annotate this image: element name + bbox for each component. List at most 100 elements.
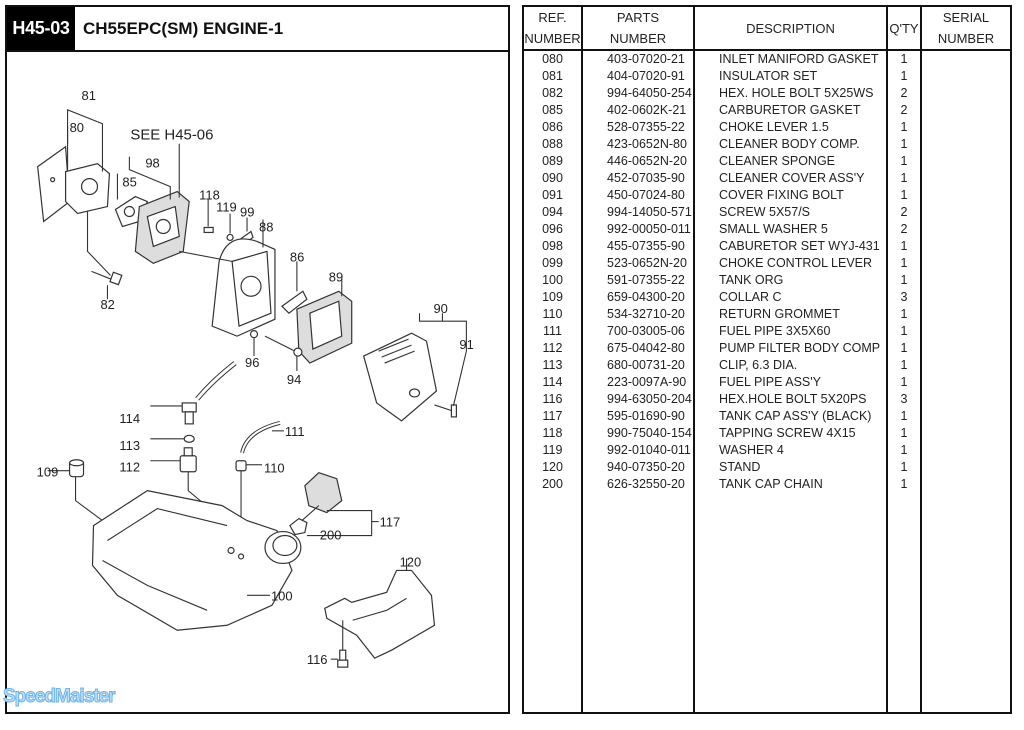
ref-number-cell: 118 [524,425,583,442]
ref-number-cell: 200 [524,476,583,493]
quantity-cell: 3 [887,391,922,408]
description-cell: COLLAR C [694,289,888,306]
header-description: DESCRIPTION [694,7,888,51]
part-number-cell: 994-64050-254 [582,85,695,102]
ref-number-cell: 110 [524,306,583,323]
part-cleaner-body [179,219,276,337]
callout-109: 109 [37,465,59,480]
table-filler-row [524,493,1010,712]
description-cell: FUEL PIPE ASS'Y [694,374,888,391]
callout-200: 200 [320,528,342,543]
part-fuel-pipe-111 [240,420,284,454]
quantity-cell: 1 [887,459,922,476]
header-parts-line1: PARTS [616,10,660,25]
quantity-cell: 1 [887,68,922,85]
part-number-cell: 404-07020-91 [582,68,695,85]
ref-number-cell: 100 [524,272,583,289]
callout-90: 90 [433,301,447,316]
callout-85: 85 [122,175,136,190]
description-cell: FUEL PIPE 3X5X60 [694,323,888,340]
callout-100: 100 [271,588,293,603]
serial-number-cell [921,136,1010,153]
ref-number-cell: 080 [524,50,583,68]
quantity-cell: 3 [887,289,922,306]
header-parts-line2: NUMBER [609,31,667,46]
callout-82: 82 [100,297,114,312]
callout-112: 112 [119,460,140,475]
serial-number-cell [921,459,1010,476]
description-cell: CHOKE LEVER 1.5 [694,119,888,136]
diagram-panel: H45-03 CH55EPC(SM) ENGINE-1 [5,5,510,714]
serial-number-cell [921,119,1010,136]
serial-number-cell [921,374,1010,391]
diagram-title-bar: H45-03 CH55EPC(SM) ENGINE-1 [7,7,508,52]
quantity-cell: 1 [887,187,922,204]
callout-88: 88 [259,219,273,234]
quantity-cell: 1 [887,153,922,170]
part-number-cell: 528-07355-22 [582,119,695,136]
header-parts-number: PARTS NUMBER [582,7,695,51]
callout-114: 114 [119,411,140,426]
ref-number-cell: 113 [524,357,583,374]
callout-80: 80 [70,120,84,135]
part-stand [324,558,436,659]
quantity-cell: 1 [887,357,922,374]
quantity-cell: 2 [887,221,922,238]
part-number-cell: 446-0652N-20 [582,153,695,170]
serial-number-cell [921,476,1010,493]
ref-number-cell: 099 [524,255,583,272]
part-insulator-plate [37,145,111,223]
serial-number-cell [921,425,1010,442]
serial-number-cell [921,187,1010,204]
empty-cell [887,493,922,712]
part-washer-96 [249,330,259,357]
part-cleaner-cover [362,332,438,422]
header-serial-line1: SERIAL [942,10,990,25]
description-cell: TAPPING SCREW 4X15 [694,425,888,442]
header-ref-line2: NUMBER [524,31,581,46]
callout-96: 96 [245,355,259,370]
quantity-cell: 1 [887,119,922,136]
diagram-title: CH55EPC(SM) ENGINE-1 [83,18,284,38]
callout-120: 120 [400,554,422,569]
part-carburetor [134,190,190,265]
part-cleaner-sponge [296,279,353,364]
description-cell: WASHER 4 [694,442,888,459]
header-ref-line1: REF. [538,10,567,25]
empty-cell [582,493,695,712]
description-cell: CLEANER BODY COMP. [694,136,888,153]
exploded-parts-diagram: SEE H45-06 81 80 98 85 118 119 99 88 86 … [7,52,508,712]
quantity-cell: 1 [887,425,922,442]
callout-89: 89 [329,269,343,284]
ref-number-cell: 096 [524,221,583,238]
quantity-cell: 1 [887,238,922,255]
quantity-cell: 1 [887,374,922,391]
empty-cell [921,493,1010,712]
description-cell: TANK CAP ASS'Y (BLACK) [694,408,888,425]
callout-91: 91 [459,337,473,352]
ref-number-cell: 086 [524,119,583,136]
ref-number-cell: 112 [524,340,583,357]
quantity-cell: 1 [887,170,922,187]
callout-113: 113 [119,438,140,453]
part-hex-bolt-82 [91,270,123,286]
serial-number-cell [921,323,1010,340]
callout-99: 99 [240,205,254,220]
serial-number-cell [921,50,1010,68]
header-serial-line2: NUMBER [937,31,995,46]
description-cell: PUMP FILTER BODY COMP [694,340,888,357]
ref-number-cell: 109 [524,289,583,306]
ref-number-cell: 119 [524,442,583,459]
part-number-cell: 455-07355-90 [582,238,695,255]
description-cell: CARBURETOR GASKET [694,102,888,119]
